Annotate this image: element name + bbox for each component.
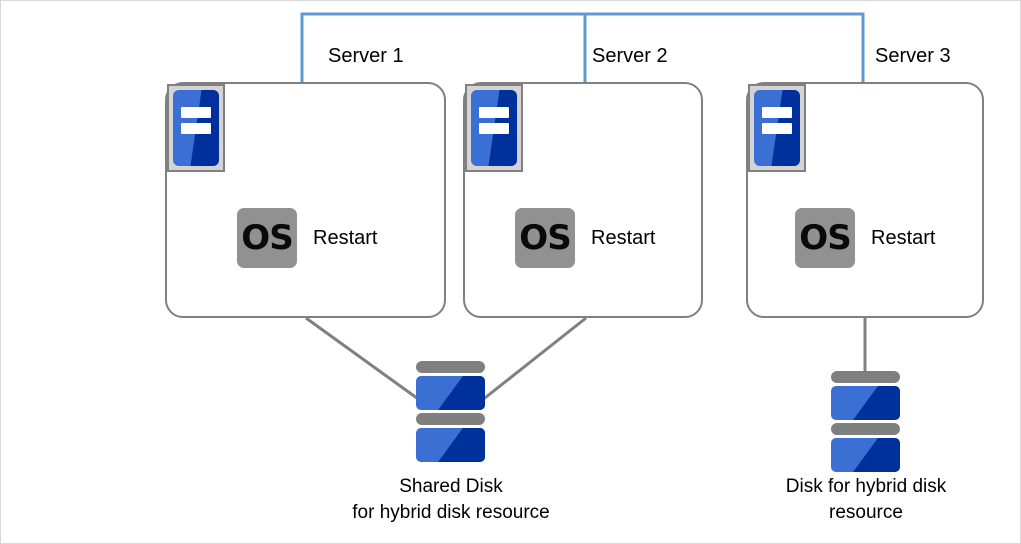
server-icon-body: [754, 90, 800, 166]
os-icon-1: OS: [237, 208, 297, 268]
server-label-1: Server 1: [328, 45, 404, 67]
server-icon-bar-top: [762, 106, 792, 118]
disk-bar-middle: [416, 413, 485, 425]
shared-disk-caption-line1: Shared Disk: [399, 476, 503, 497]
server-label-3: Server 3: [875, 45, 951, 67]
cluster-bracket: [300, 12, 865, 82]
disk-bar-top: [416, 361, 485, 373]
shared-disk-caption-line2: for hybrid disk resource: [352, 501, 550, 523]
server3-disk-caption-line1: Disk for hybrid disk: [785, 476, 947, 497]
shared-disk-caption: Shared Disk for hybrid disk resource: [301, 474, 601, 525]
os-status-row-1: OS Restart: [237, 208, 377, 268]
disk-block-bottom: [831, 438, 900, 472]
server-icon-bar-bottom: [181, 123, 211, 135]
disk-block-shade: [853, 386, 900, 420]
disk-block-top: [416, 376, 485, 410]
server-icon-3: [748, 84, 806, 172]
disk-bar-middle: [831, 423, 900, 435]
server3-disk-caption: Disk for hybrid disk resource: [738, 474, 994, 525]
server-icon-2: [465, 84, 523, 172]
shared-disk-connectors: [305, 316, 587, 403]
disk-bar-top: [831, 371, 900, 383]
server-icon-bar-top: [479, 106, 509, 118]
restart-label-3: Restart: [871, 226, 936, 249]
server-icon-1: [167, 84, 225, 172]
shared-disk-icon[interactable]: [416, 361, 485, 465]
os-status-row-2: OS Restart: [515, 208, 655, 268]
server-label-2: Server 2: [592, 45, 668, 67]
server-icon-bar-top: [181, 106, 211, 118]
server-icon-bar-bottom: [762, 123, 792, 135]
os-icon-3: OS: [795, 208, 855, 268]
os-status-row-3: OS Restart: [795, 208, 935, 268]
restart-label-2: Restart: [591, 226, 656, 249]
disk-block-shade: [438, 376, 485, 410]
server3-disk-icon[interactable]: [831, 371, 900, 475]
disk-block-top: [831, 386, 900, 420]
os-icon-2: OS: [515, 208, 575, 268]
server-icon-bar-bottom: [479, 123, 509, 135]
disk-block-shade: [438, 428, 485, 462]
disk-block-shade: [853, 438, 900, 472]
server-icon-body: [173, 90, 219, 166]
server3-disk-caption-line2: resource: [829, 501, 903, 523]
server-icon-body: [471, 90, 517, 166]
disk-block-bottom: [416, 428, 485, 462]
restart-label-1: Restart: [313, 226, 378, 249]
